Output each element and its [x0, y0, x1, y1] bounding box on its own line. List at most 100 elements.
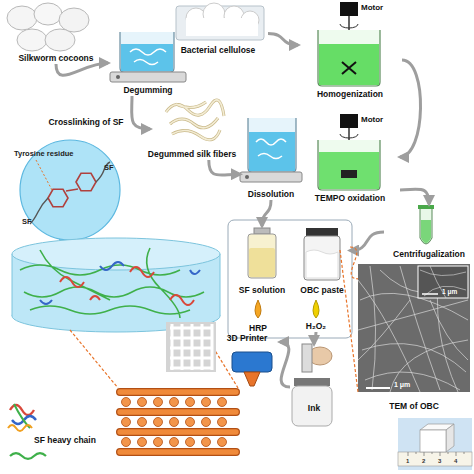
printed-filament [186, 438, 195, 447]
step-label: Homogenization [317, 90, 383, 100]
step-label: Degummed silk fibers [148, 150, 236, 160]
hydrogel-cylinder [20, 248, 204, 318]
inset-frame [228, 220, 352, 338]
degumming-beaker [110, 72, 186, 82]
process-step: HRP [236, 298, 280, 334]
zoom-leader-lines [70, 250, 358, 392]
printed-cube-on-ruler [398, 418, 472, 470]
annotation-label: SF [22, 218, 32, 226]
annotation-label: 4 [454, 458, 457, 464]
annotation-label: Tyrosine residue [14, 150, 73, 158]
process-step: Degumming [108, 30, 188, 96]
printed-cube-on-ruler [420, 430, 446, 452]
sf-solution-vial [248, 234, 276, 278]
printed-cube-on-ruler [398, 418, 472, 470]
printed-filament [170, 398, 179, 407]
sf-heavy-chain-icon [10, 453, 46, 459]
printed-cube-on-ruler [408, 452, 464, 456]
obc-paste-vial [306, 250, 338, 278]
crosslink-bubble [66, 189, 78, 191]
homogenization-setup [340, 2, 358, 16]
h2o2-drop [313, 300, 319, 318]
hrp-drop [255, 300, 261, 318]
silk-fibers-illustration [166, 100, 224, 140]
process-step: Silkworm cocoons [2, 2, 110, 64]
dissolution-beaker [245, 175, 249, 179]
sf-solution-vial [254, 228, 270, 234]
cocoons-illustration [7, 3, 89, 51]
printed-filament [122, 418, 131, 427]
step-label: H₂O₂ [306, 322, 326, 332]
process-step: Dissolution [240, 114, 302, 200]
obc-paste-vial [306, 228, 338, 236]
printed-filament [170, 438, 179, 447]
process-step: H₂O₂ [294, 298, 338, 332]
flow-arrow [56, 63, 108, 75]
inset-frame [228, 220, 352, 338]
process-step: Ink [290, 344, 338, 430]
crosslink-bubble [76, 173, 96, 190]
annotation-label: Motor [361, 4, 383, 12]
sf-heavy-chain-icon [8, 404, 46, 459]
centrifuge-tube [418, 205, 434, 244]
tem-micrograph [358, 264, 470, 392]
step-label: 3D Printer [227, 334, 268, 344]
printed-filament [122, 438, 131, 447]
hrp-drop [255, 300, 261, 318]
dissolution-beaker [256, 139, 286, 159]
centrifuge-tube [418, 205, 434, 209]
flow-arrow [262, 200, 271, 226]
printed-filament [202, 438, 211, 447]
dissolution-beaker [240, 118, 302, 182]
tempo-oxidation-setup [340, 134, 358, 138]
zoom-leader [350, 247, 358, 279]
process-step: Homogenization [298, 0, 402, 100]
step-label: TEMPO oxidation [315, 194, 385, 204]
bacterial-cellulose-illustration [176, 3, 264, 40]
annotation-label: 3 [438, 458, 441, 464]
printed-cube-on-ruler [398, 452, 472, 466]
printed-filament [154, 438, 163, 447]
annotation-label: 2 [422, 458, 425, 464]
process-step: Crosslinking of SF [30, 118, 142, 132]
ink-syringe-jar [292, 386, 332, 426]
tem-micrograph [358, 264, 470, 392]
step-label: Crosslinking of SF [48, 118, 123, 128]
flow-arrow [314, 332, 316, 344]
tempo-oxidation-setup [318, 140, 380, 190]
printed-filament [218, 398, 227, 407]
printed-filament [120, 392, 236, 452]
tempo-oxidation-setup [341, 170, 357, 178]
hydrogel-cylinder [12, 254, 13, 316]
step-label: Bacterial cellulose [181, 46, 256, 56]
printer-head [232, 352, 272, 386]
degumming-beaker [110, 32, 186, 82]
printed-filament [154, 398, 163, 407]
tem-micrograph [358, 266, 468, 392]
dissolution-beaker [249, 132, 295, 171]
crosslink-bubble [48, 189, 68, 206]
process-step: 3D Printer [214, 334, 280, 350]
printer-head [244, 372, 260, 386]
tempo-oxidation-setup [340, 114, 358, 128]
process-step: Centrifugalization [384, 204, 474, 260]
printed-filament [138, 398, 147, 407]
degumming-beaker [130, 49, 166, 65]
printed-cube-on-ruler [446, 424, 454, 452]
annotation-label: SF heavy chain [34, 436, 96, 445]
silk-fibers-illustration [166, 100, 224, 140]
printer-head [232, 352, 272, 372]
cocoons-illustration [34, 3, 62, 25]
printed-filament [186, 418, 195, 427]
sf-solution-vial [248, 228, 276, 278]
printed-filament [122, 398, 227, 447]
tem-micrograph [420, 266, 466, 298]
printed-filament [138, 418, 147, 427]
process-step: Bacterial cellulose [168, 0, 268, 56]
annotation-label: 1 μm [442, 289, 457, 296]
degumming-beaker [116, 75, 120, 79]
centrifuge-tube [421, 220, 431, 243]
printed-filament [186, 398, 195, 407]
